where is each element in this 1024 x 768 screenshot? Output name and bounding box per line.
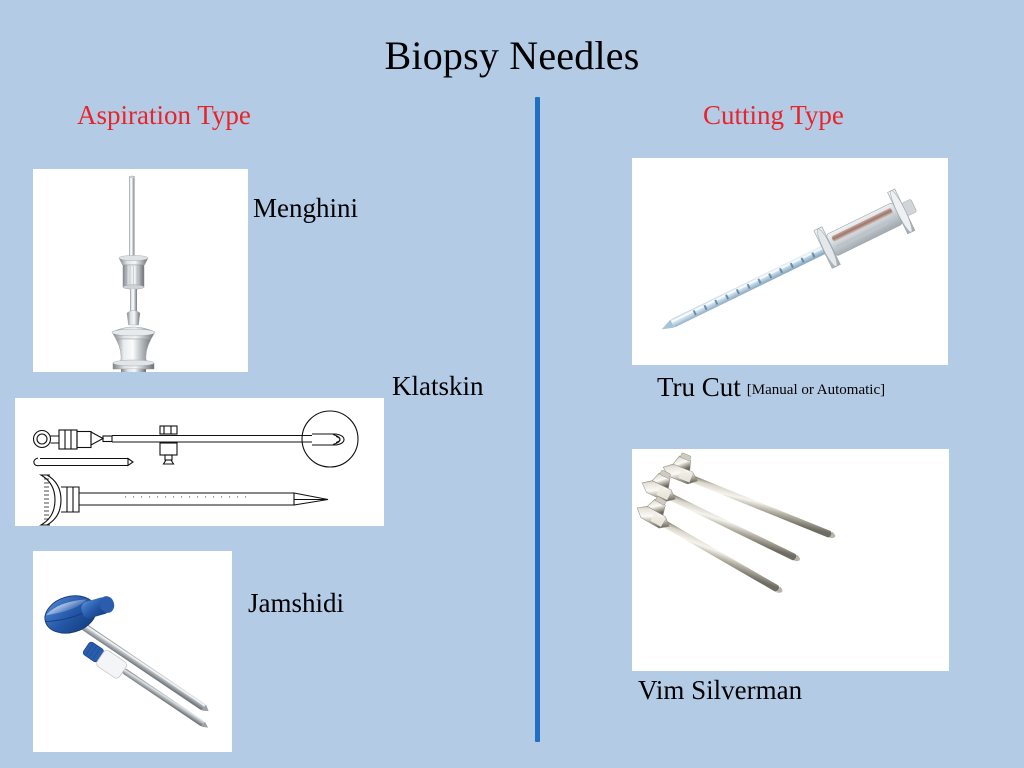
jamshidi-needle-photo [33,551,232,752]
tru-cut-needle-photo [632,158,948,365]
vim-silverman-label: Vim Silverman [638,675,803,705]
page-title: Biopsy Needles [384,33,640,78]
jamshidi-label: Jamshidi [248,588,345,618]
tru-cut-label-main: Tru Cut [657,372,741,402]
menghini-needle-photo [33,169,248,372]
vim-silverman-needles-photo [632,449,949,671]
menghini-label: Menghini [253,193,358,223]
column-header-cutting: Cutting Type [703,100,844,130]
column-header-aspiration: Aspiration Type [77,100,251,130]
tru-cut-label-sublabel: [Manual or Automatic] [746,382,886,398]
klatskin-label: Klatskin [392,371,484,401]
klatskin-needle-diagram [15,398,384,526]
column-divider [535,97,540,742]
tru-cut-label: Tru Cut [Manual or Automatic] [657,372,885,403]
